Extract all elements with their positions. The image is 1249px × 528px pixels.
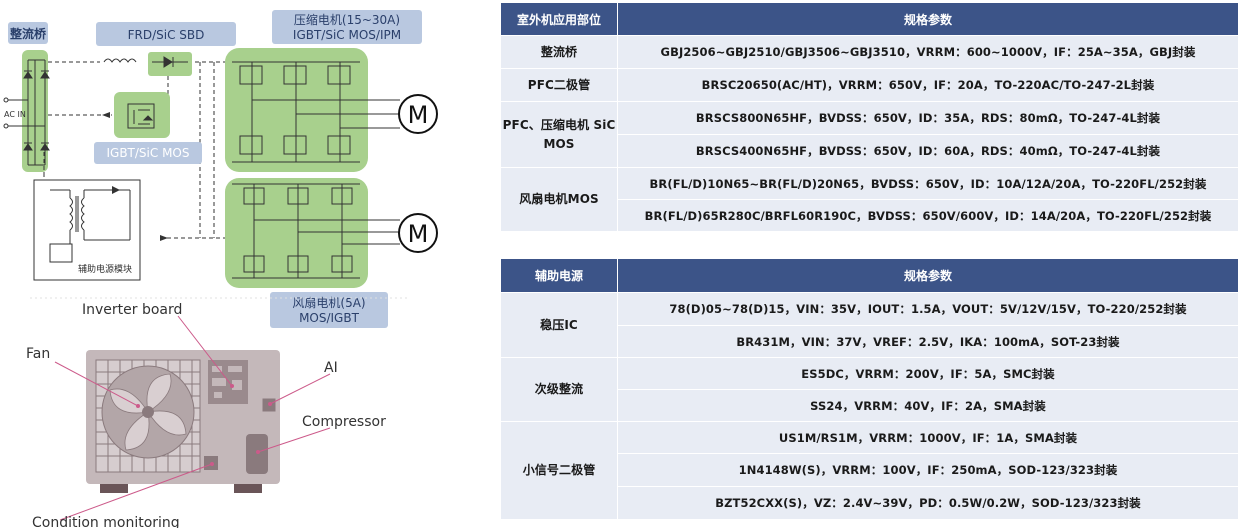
igbt-sic-mos-label-box (94, 142, 202, 164)
unit-foot-left (100, 484, 128, 493)
aux-power-module-box (33, 179, 141, 281)
spec-cell: BZT52CXX(S)，VZ：2.4V~39V，PD：0.5W/0.2W，SOD… (617, 486, 1239, 520)
callout-dot-fan (136, 404, 140, 408)
compressor-motor-symbol: M (408, 101, 429, 129)
compressor-icon (246, 434, 268, 474)
frd-sbd-label: FRD/SiC SBD (128, 28, 205, 42)
spec-cell: BRSCS800N65HF，BVDSS：650V，ID：35A，RDS：80mΩ… (617, 101, 1239, 135)
inverter-board-chips (212, 366, 242, 398)
outdoor-unit-spec-table: 室外机应用部位 规格参数 整流桥 GBJ2506~GBJ2510/GBJ3506… (500, 2, 1239, 232)
unit-foot-right (234, 484, 262, 493)
arrow-left-1 (160, 235, 168, 241)
spec-cell: GBJ2506~GBJ2510/GBJ3506~GBJ3510，VRRM：600… (617, 35, 1239, 69)
aux-power-spec-table: 辅助电源 规格参数 稳压IC 78(D)05~78(D)15，VIN：35V，I… (500, 258, 1239, 520)
rectifier-label-box (8, 22, 48, 44)
fan-motor-icon (398, 213, 438, 253)
table-header-spec: 规格参数 (617, 2, 1239, 36)
table-row: 风扇电机MOS BR(FL/D)10N65~BR(FL/D)20N65，BVDS… (500, 167, 1239, 232)
compressor-bridge (232, 61, 400, 163)
circuit-diagram: AC IN 整流桥 FRD/SiC SBD IGBT/SiC MOS (3, 10, 438, 528)
table-row: BRSCS400N65HF，BVDSS：650V，ID：60A，RDS：40mΩ… (501, 134, 1239, 168)
spec-cell: BR431M，VIN：37V，VREF：2.5V，IKA：100mA，SOT-2… (617, 325, 1239, 358)
callout-lines (54, 315, 331, 521)
category-cell: 次级整流 (500, 357, 618, 422)
table-header-row: 辅助电源 规格参数 (500, 258, 1239, 293)
igbt-sic-mos-label: IGBT/SiC MOS (106, 146, 189, 160)
callout-dot-ai (268, 402, 272, 406)
table-row: PFC二极管 BRSC20650(AC/HT)，VRRM：650V，IF：20A… (500, 68, 1239, 102)
arrow-right-1 (102, 112, 110, 118)
callout-inverter-board: Inverter board (82, 302, 182, 318)
callout-fan: Fan (26, 346, 50, 362)
spec-cell: BR(FL/D)65R280C/BRFL60R190C，BVDSS：650V/6… (617, 199, 1239, 232)
table-header-part: 室外机应用部位 (500, 2, 618, 36)
frd-sbd-label-box (96, 22, 236, 46)
fan-motor-label-line2: MOS/IGBT (299, 311, 360, 325)
fan-motor-label-line1: 风扇电机(5A) (292, 295, 365, 310)
spec-cell: 78(D)05~78(D)15，VIN：35V，IOUT：1.5A，VOUT：5… (617, 292, 1239, 326)
category-cell: 小信号二极管 (500, 421, 618, 520)
compressor-motor-label-box (272, 10, 422, 44)
spec-cell: US1M/RS1M，VRRM：1000V，IF：1A，SMA封装 (617, 421, 1239, 454)
fan-motor-symbol: M (408, 220, 429, 248)
table-row: 次级整流 ES5DC，VRRM：200V，IF：5A，SMC封装 (500, 357, 1239, 422)
table-row: 1N4148W(S)，VRRM：100V，IF：250mA，SOD-123/32… (501, 453, 1239, 487)
pfc-inductor (103, 58, 137, 63)
callout-compressor: Compressor (302, 414, 386, 430)
spec-cell: BRSC20650(AC/HT)，VRRM：650V，IF：20A，TO-220… (617, 68, 1239, 102)
aux-diode (112, 186, 120, 194)
table-row: BR(FL/D)65R280C/BRFL60R190C，BVDSS：650V/6… (501, 199, 1239, 232)
ac-input-lines (3, 97, 45, 129)
spec-cell: BRSCS400N65HF，BVDSS：650V，ID：60A，RDS：40mΩ… (617, 134, 1239, 168)
fan-hub (142, 406, 154, 418)
rectifier-label: 整流桥 (9, 26, 47, 41)
category-cell: 风扇电机MOS (500, 167, 618, 232)
spec-cell: ES5DC，VRRM：200V，IF：5A，SMC封装 (617, 357, 1239, 390)
table-header-row: 室外机应用部位 规格参数 (500, 2, 1239, 36)
category-cell: PFC、压缩电机 SiC MOS (500, 101, 618, 168)
pfc-switch-highlight (114, 92, 170, 138)
fan-blades (109, 373, 187, 451)
spec-cell: SS24，VRRM：40V，IF：2A，SMA封装 (617, 389, 1239, 422)
fan-motor-label-box (270, 292, 388, 328)
pfc-switch (127, 103, 155, 129)
pfc-diode-highlight (148, 52, 192, 76)
aux-power-module-label: 辅助电源模块 (78, 263, 132, 275)
category-cell: 稳压IC (500, 292, 618, 358)
callout-ai: AI (324, 360, 338, 376)
callout-dot-inverter (230, 384, 234, 388)
aux-power-circuit (49, 189, 131, 263)
compressor-motor-icon (398, 94, 438, 134)
category-cell: PFC二极管 (500, 68, 618, 102)
compressor-motor-label-line2: IGBT/SiC MOS/IPM (293, 28, 401, 42)
table-header-spec: 规格参数 (617, 258, 1239, 293)
fan-bridge (232, 183, 400, 279)
callout-dot-compressor (256, 450, 260, 454)
compressor-motor-label-line1: 压缩电机(15~30A) (294, 12, 400, 27)
table-row: 整流桥 GBJ2506~GBJ2510/GBJ3506~GBJ3510，VRRM… (500, 35, 1239, 69)
table-row: PFC、压缩电机 SiC MOS BRSCS800N65HF，BVDSS：650… (500, 101, 1239, 168)
category-cell: 整流桥 (500, 35, 618, 69)
spec-cell: BR(FL/D)10N65~BR(FL/D)20N65，BVDSS：650V，I… (617, 167, 1239, 200)
table-row: BZT52CXX(S)，VZ：2.4V~39V，PD：0.5W/0.2W，SOD… (501, 486, 1239, 520)
table-row: 小信号二极管 US1M/RS1M，VRRM：1000V，IF：1A，SMA封装 (500, 421, 1239, 520)
pfc-diode (152, 56, 188, 68)
table-row: BR431M，VIN：37V，VREF：2.5V，IKA：100mA，SOT-2… (501, 325, 1239, 358)
table-row: SS24，VRRM：40V，IF：2A，SMA封装 (501, 389, 1239, 422)
spec-cell: 1N4148W(S)，VRRM：100V，IF：250mA，SOD-123/32… (617, 453, 1239, 487)
rectifier-bridge (23, 59, 50, 166)
table-header-part: 辅助电源 (500, 258, 618, 293)
table-row: 稳压IC 78(D)05~78(D)15，VIN：35V，IOUT：1.5A，V… (500, 292, 1239, 358)
callout-condition-monitoring: Condition monitoring (32, 515, 180, 528)
callout-dot-monitoring (210, 462, 214, 466)
ac-in-label: AC IN (4, 110, 26, 119)
